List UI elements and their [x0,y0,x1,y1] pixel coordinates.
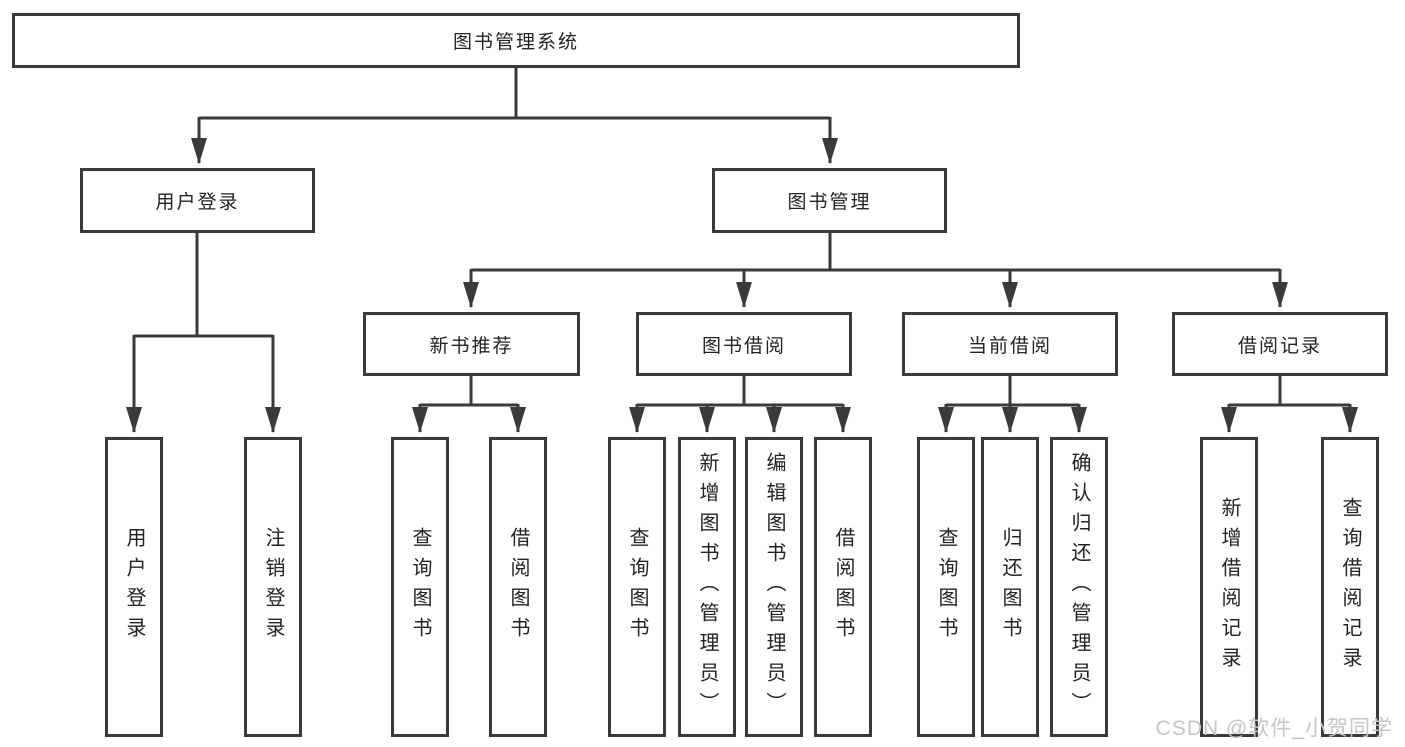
node-label: 查询图书 [409,527,431,647]
node-borrow-records: 借阅记录 [1172,312,1388,376]
leaf-user-login: 用户登录 [105,437,163,737]
leaf-recommend-query-books: 查询图书 [391,437,449,737]
leaf-borrow-edit-books-admin: 编辑图书（管理员） [745,437,803,737]
node-new-book-recommend: 新书推荐 [363,312,580,376]
node-label: 图书管理 [787,192,872,213]
node-label: 查询图书 [935,527,957,647]
node-current-borrow: 当前借阅 [902,312,1118,376]
node-label: 用户登录 [155,192,240,213]
node-book-borrow: 图书借阅 [636,312,852,376]
leaf-borrow-add-books-admin: 新增图书（管理员） [678,437,736,737]
node-label: 图书借阅 [701,335,786,357]
leaf-records-add-borrow-record: 新增借阅记录 [1200,437,1258,737]
leaf-records-query-borrow-record: 查询借阅记录 [1321,437,1379,737]
node-library-system-root: 图书管理系统 [12,13,1020,68]
node-label: 借阅图书 [832,527,854,647]
leaf-current-confirm-return-admin: 确认归还（管理员） [1050,437,1108,737]
node-label: 查询借阅记录 [1339,497,1361,677]
node-label: 查询图书 [626,527,648,647]
node-label: 新增图书（管理员） [696,452,718,722]
leaf-current-return-books: 归还图书 [981,437,1039,737]
node-label: 用户登录 [123,527,145,647]
node-label: 编辑图书（管理员） [763,452,785,722]
leaf-logout: 注销登录 [244,437,302,737]
leaf-borrow-borrow-books: 借阅图书 [814,437,872,737]
node-label: 注销登录 [262,527,284,647]
leaf-recommend-borrow-books: 借阅图书 [489,437,547,737]
leaf-borrow-query-books: 查询图书 [608,437,666,737]
node-label: 借阅记录 [1237,335,1322,357]
node-book-management: 图书管理 [712,168,947,233]
node-label: 确认归还（管理员） [1068,452,1090,722]
csdn-watermark: CSDN @软件_小贺同学 [1155,717,1393,740]
node-label: 归还图书 [999,527,1021,647]
node-label: 图书管理系统 [452,32,579,53]
leaf-current-query-books: 查询图书 [917,437,975,737]
node-label: 新增借阅记录 [1218,497,1240,677]
node-label: 借阅图书 [507,527,529,647]
node-user-login: 用户登录 [80,168,315,233]
node-label: 新书推荐 [429,335,514,357]
node-label: 当前借阅 [967,335,1052,357]
